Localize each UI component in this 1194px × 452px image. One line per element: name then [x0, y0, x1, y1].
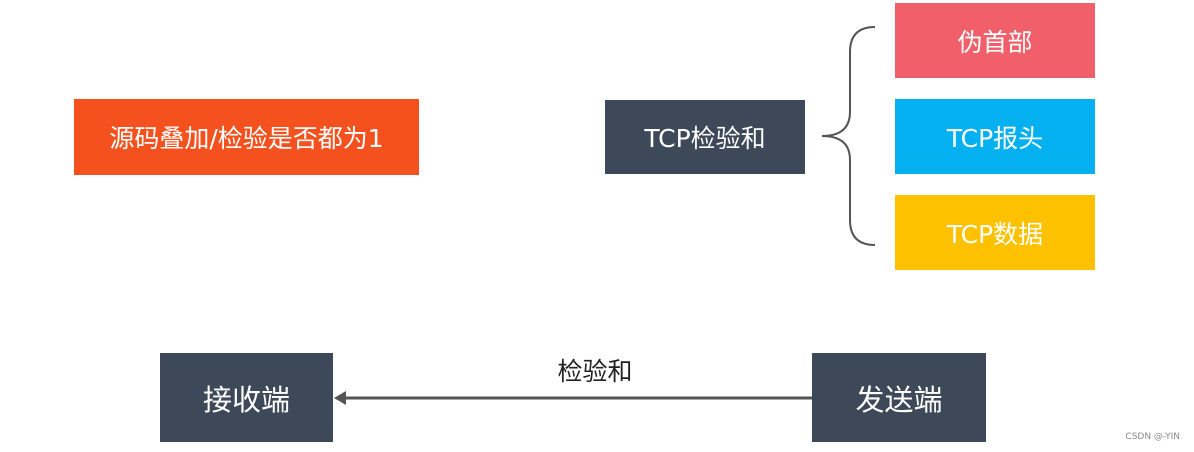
- tcp-data-box: TCP数据: [895, 195, 1095, 270]
- tcp-header-box: TCP报头: [895, 99, 1095, 174]
- receiver-box: 接收端: [160, 353, 333, 442]
- watermark: CSDN @-YIN: [1125, 432, 1180, 442]
- arrow-label: 检验和: [557, 357, 633, 386]
- pseudo-header-box: 伪首部: [895, 3, 1095, 78]
- arrow-head: [334, 391, 346, 405]
- sender-box: 发送端: [812, 353, 986, 442]
- source-check-box: 源码叠加/检验是否都为1: [74, 99, 419, 175]
- curly-brace: [821, 26, 876, 246]
- tcp-checksum-box: TCP检验和: [605, 100, 805, 174]
